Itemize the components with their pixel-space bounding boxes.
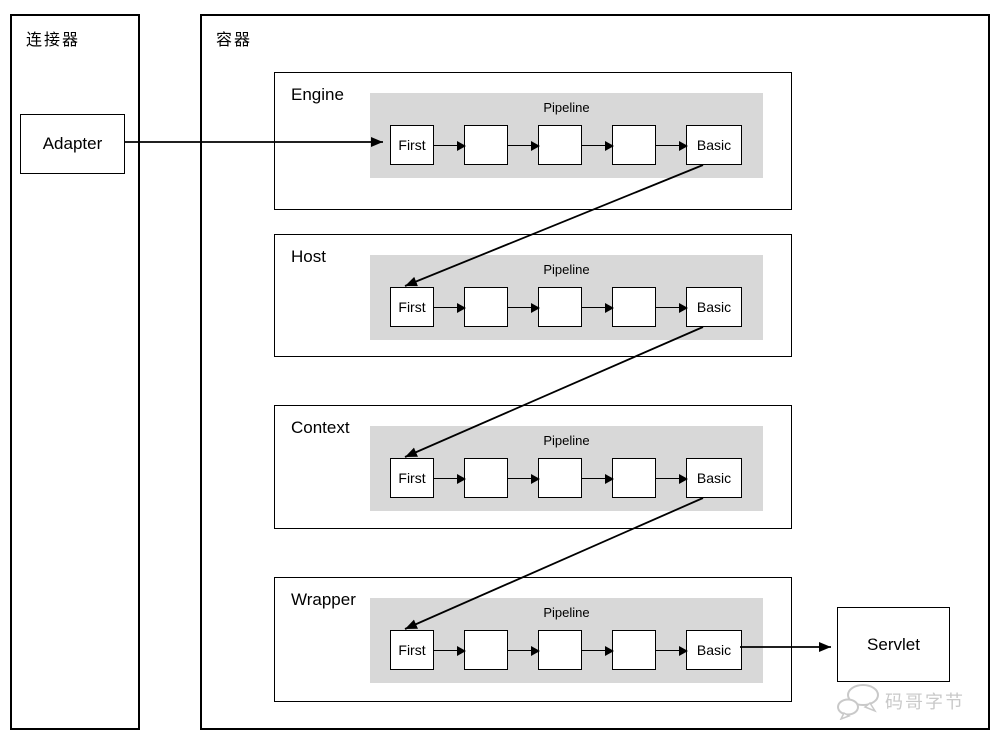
valve-middle xyxy=(612,458,656,498)
wrapper-valve-row: First Basic xyxy=(370,630,763,670)
arrow-right-icon xyxy=(508,645,540,656)
arrow-right-icon xyxy=(582,645,614,656)
host-pipeline: Pipeline First Basic xyxy=(370,255,763,340)
watermark-text: 码哥字节 xyxy=(885,692,965,712)
arrow-right-icon xyxy=(508,473,540,484)
host-box: Host Pipeline First Basic xyxy=(274,234,792,357)
arrow-right-icon xyxy=(508,302,540,313)
host-title: Host xyxy=(291,247,326,266)
context-title: Context xyxy=(291,418,350,437)
arrow-right-icon xyxy=(656,473,688,484)
context-valve-row: First Basic xyxy=(370,458,763,498)
arrow-right-icon xyxy=(508,140,540,151)
servlet-box: Servlet xyxy=(837,607,950,682)
arrow-right-icon xyxy=(656,645,688,656)
valve-basic: Basic xyxy=(686,125,742,165)
servlet-label: Servlet xyxy=(867,634,920,654)
valve-first: First xyxy=(390,458,434,498)
engine-pipeline: Pipeline First Basic xyxy=(370,93,763,178)
container-label: 容器 xyxy=(216,32,253,49)
arrow-right-icon xyxy=(434,302,466,313)
chat-bubbles-icon xyxy=(837,684,879,720)
valve-first: First xyxy=(390,287,434,327)
valve-middle xyxy=(464,125,508,165)
valve-middle xyxy=(612,630,656,670)
arrow-right-icon xyxy=(434,645,466,656)
valve-first: First xyxy=(390,630,434,670)
valve-basic: Basic xyxy=(686,630,742,670)
valve-middle xyxy=(612,287,656,327)
engine-valve-row: First Basic xyxy=(370,125,763,165)
wrapper-title: Wrapper xyxy=(291,590,356,609)
valve-middle xyxy=(464,458,508,498)
arrow-right-icon xyxy=(434,140,466,151)
wrapper-box: Wrapper Pipeline First Basic xyxy=(274,577,792,702)
valve-middle xyxy=(612,125,656,165)
adapter-label: Adapter xyxy=(42,134,103,153)
wrapper-pipeline: Pipeline First Basic xyxy=(370,598,763,683)
arrow-right-icon xyxy=(656,302,688,313)
container-region: 容器 Engine Pipeline First Basic xyxy=(200,14,990,730)
watermark: 码哥字节 xyxy=(836,682,965,720)
valve-middle xyxy=(464,287,508,327)
pipeline-label: Pipeline xyxy=(543,262,590,277)
valve-middle xyxy=(538,125,582,165)
connector-label: 连接器 xyxy=(26,32,81,49)
arrow-right-icon xyxy=(582,302,614,313)
valve-middle xyxy=(538,287,582,327)
valve-middle xyxy=(538,630,582,670)
engine-title: Engine xyxy=(291,85,344,104)
adapter-box: Adapter xyxy=(20,114,125,174)
engine-box: Engine Pipeline First Basic xyxy=(274,72,792,210)
pipeline-label: Pipeline xyxy=(543,605,590,620)
context-pipeline: Pipeline First Basic xyxy=(370,426,763,511)
arrow-right-icon xyxy=(434,473,466,484)
arrow-right-icon xyxy=(656,140,688,151)
arrow-right-icon xyxy=(582,473,614,484)
pipeline-label: Pipeline xyxy=(543,433,590,448)
arrow-right-icon xyxy=(582,140,614,151)
connector-region: 连接器 Adapter xyxy=(10,14,140,730)
valve-basic: Basic xyxy=(686,458,742,498)
context-box: Context Pipeline First Basic xyxy=(274,405,792,529)
valve-middle xyxy=(464,630,508,670)
valve-first: First xyxy=(390,125,434,165)
valve-basic: Basic xyxy=(686,287,742,327)
host-valve-row: First Basic xyxy=(370,287,763,327)
valve-middle xyxy=(538,458,582,498)
pipeline-label: Pipeline xyxy=(543,100,590,115)
